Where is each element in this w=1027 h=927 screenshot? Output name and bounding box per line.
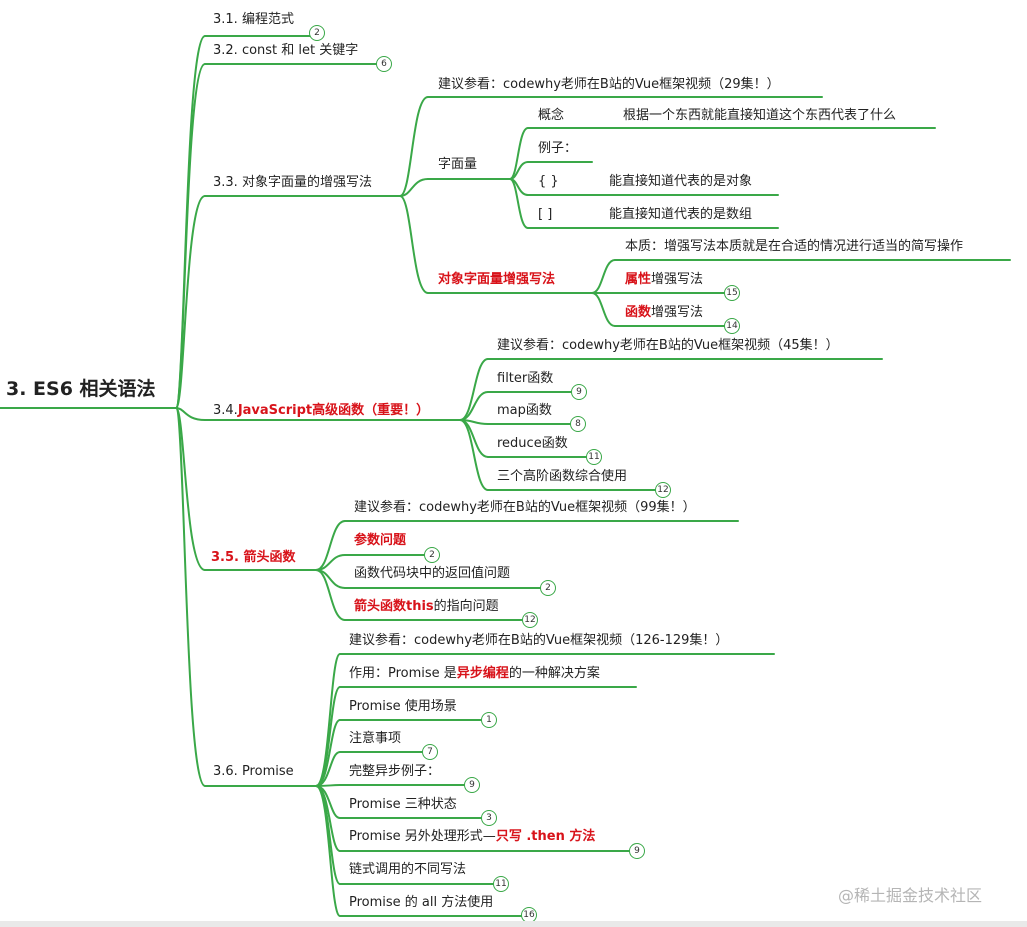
- topic-3-3[interactable]: 3.3. 对象字面量的增强写法: [213, 175, 372, 190]
- note-count-badge[interactable]: 8: [570, 416, 586, 432]
- topic-promise-chain[interactable]: 链式调用的不同写法: [349, 862, 467, 877]
- note-count-badge[interactable]: 12: [522, 612, 538, 628]
- note-count-badge[interactable]: 3: [481, 810, 497, 826]
- topic-promise-role[interactable]: 作用：Promise 是异步编程的一种解决方案: [349, 666, 600, 682]
- topic-filter[interactable]: filter函数: [497, 371, 554, 386]
- enhanced-function[interactable]: 函数增强写法: [625, 305, 703, 321]
- note-count-badge[interactable]: 7: [422, 744, 438, 760]
- topic-promise-then-only[interactable]: Promise 另外处理形式—只写 .then 方法: [349, 829, 595, 845]
- promise-then-keyword: 只写 .then 方法: [495, 829, 596, 844]
- topic-promise-states[interactable]: Promise 三种状态: [349, 797, 457, 812]
- topic-this-issue[interactable]: 箭头函数this的指向问题: [354, 599, 499, 615]
- literal-concept-text[interactable]: 根据一个东西就能直接知道这个东西代表了什么: [623, 108, 897, 123]
- topic-3-2[interactable]: 3.2. const 和 let 关键字: [213, 43, 359, 58]
- literal-object-text[interactable]: 能直接知道代表的是对象: [609, 174, 753, 189]
- topic-reduce[interactable]: reduce函数: [497, 436, 568, 451]
- note-count-badge[interactable]: 15: [724, 285, 740, 301]
- promise-then-pre: Promise 另外处理形式—: [349, 829, 496, 844]
- topic-3-6[interactable]: 3.6. Promise: [213, 764, 294, 779]
- topic-this-keyword: 箭头函数this: [354, 599, 434, 614]
- topic-promise-scene[interactable]: Promise 使用场景: [349, 699, 457, 714]
- note-count-badge[interactable]: 2: [540, 580, 556, 596]
- topic-3-4[interactable]: 3.4.JavaScript高级函数（重要！）: [213, 403, 429, 419]
- topic-promise-all[interactable]: Promise 的 all 方法使用: [349, 895, 494, 910]
- note-count-badge[interactable]: 11: [493, 876, 509, 892]
- topic-return-issue[interactable]: 函数代码块中的返回值问题: [354, 566, 511, 581]
- note-count-badge[interactable]: 2: [309, 25, 325, 41]
- enhanced-function-keyword: 函数: [625, 305, 652, 320]
- enhanced-function-rest: 增强写法: [651, 305, 704, 320]
- literal-concept[interactable]: 概念: [538, 108, 565, 123]
- topic-3-5[interactable]: 3.5. 箭头函数: [211, 550, 296, 565]
- topic-promise-notes[interactable]: 注意事项: [349, 731, 402, 746]
- promise-role-pre: 作用：Promise 是: [349, 666, 457, 681]
- note-count-badge[interactable]: 11: [586, 449, 602, 465]
- root-topic[interactable]: 3. ES6 相关语法: [6, 378, 156, 400]
- topic-3-3-reference[interactable]: 建议参看：codewhy老师在B站的Vue框架视频（29集！）: [438, 77, 780, 92]
- note-count-badge[interactable]: 9: [464, 777, 480, 793]
- note-count-badge[interactable]: 9: [571, 384, 587, 400]
- topic-map[interactable]: map函数: [497, 403, 552, 418]
- horizontal-scrollbar[interactable]: [0, 921, 1027, 927]
- topic-higher-order-combo[interactable]: 三个高阶函数综合使用: [497, 469, 628, 484]
- enhanced-property-keyword: 属性: [625, 272, 652, 287]
- note-count-badge[interactable]: 1: [481, 712, 497, 728]
- watermark: @稀土掘金技术社区: [838, 886, 983, 905]
- topic-3-4-number: 3.4.: [213, 403, 238, 418]
- enhanced-property-rest: 增强写法: [651, 272, 704, 287]
- topic-3-5-reference[interactable]: 建议参看：codewhy老师在B站的Vue框架视频（99集！）: [354, 500, 696, 515]
- topic-this-rest: 的指向问题: [433, 599, 499, 614]
- literal-array-text[interactable]: 能直接知道代表的是数组: [609, 207, 753, 222]
- note-count-badge[interactable]: 14: [724, 318, 740, 334]
- enhanced-essence[interactable]: 本质：增强写法本质就是在合适的情况进行适当的简写操作: [625, 239, 964, 254]
- topic-param-issue[interactable]: 参数问题: [354, 533, 407, 548]
- literal-example[interactable]: 例子：: [538, 141, 578, 156]
- topic-3-6-reference[interactable]: 建议参看：codewhy老师在B站的Vue框架视频（126-129集！）: [349, 633, 729, 648]
- note-count-badge[interactable]: 2: [424, 547, 440, 563]
- topic-3-4-title: JavaScript高级函数（重要！）: [237, 403, 430, 418]
- promise-role-post: 的一种解决方案: [508, 666, 600, 681]
- literal-array-symbol[interactable]: [ ]: [538, 207, 553, 222]
- topic-3-1[interactable]: 3.1. 编程范式: [213, 12, 294, 27]
- topic-literal[interactable]: 字面量: [438, 157, 478, 172]
- topic-enhanced-literal[interactable]: 对象字面量增强写法: [438, 272, 556, 287]
- literal-object-symbol[interactable]: { }: [538, 174, 559, 189]
- note-count-badge[interactable]: 9: [629, 843, 645, 859]
- note-count-badge[interactable]: 6: [376, 56, 392, 72]
- promise-role-keyword: 异步编程: [456, 666, 509, 681]
- note-count-badge[interactable]: 12: [655, 482, 671, 498]
- enhanced-property[interactable]: 属性增强写法: [625, 272, 703, 288]
- topic-promise-full-example[interactable]: 完整异步例子：: [349, 764, 441, 779]
- topic-3-4-reference[interactable]: 建议参看：codewhy老师在B站的Vue框架视频（45集！）: [497, 338, 839, 353]
